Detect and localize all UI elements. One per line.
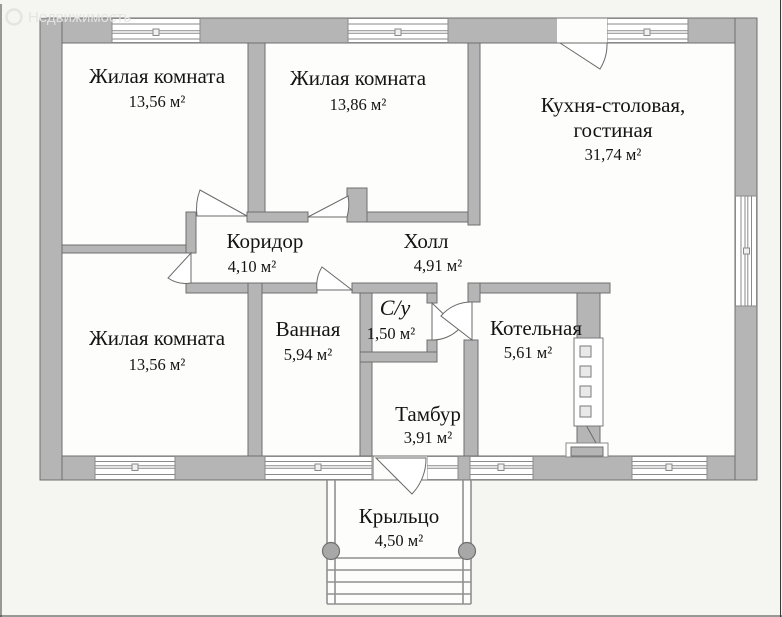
porch-floor	[327, 480, 471, 604]
window	[94, 456, 176, 480]
room-wc: С/у 1,50 м²	[367, 295, 415, 343]
room-living-2: Жилая комната 13,86 м²	[290, 66, 427, 114]
room-area-label: 13,56 м²	[129, 355, 186, 374]
room-living-3: Жилая комната 13,56 м²	[89, 326, 226, 374]
room-name-label: Крыльцо	[359, 504, 439, 528]
watermark: Недвижимость	[5, 8, 131, 26]
room-area-label: 1,50 м²	[367, 324, 415, 343]
window	[735, 195, 757, 307]
watermark-logo-icon	[5, 8, 23, 26]
room-name-label: Котельная	[490, 316, 582, 340]
room-porch: Крыльцо 4,50 м²	[359, 504, 439, 550]
window	[426, 456, 459, 480]
window	[469, 456, 534, 480]
window	[606, 18, 689, 43]
room-name-label: С/у	[380, 295, 411, 320]
room-name-label: Коридор	[227, 229, 304, 253]
room-area-label: 5,94 м²	[284, 345, 332, 364]
room-name-label: Жилая комната	[89, 64, 226, 88]
window	[631, 456, 708, 480]
room-name-label: Кухня-столовая,	[541, 93, 686, 117]
room-name-label: Жилая комната	[89, 326, 226, 350]
room-hall: Холл 4,91 м²	[403, 229, 462, 275]
window	[347, 18, 449, 43]
porch-structure	[321, 480, 477, 605]
room-name-label: Жилая комната	[290, 66, 427, 90]
room-area-label: 31,74 м²	[585, 145, 642, 164]
room-boiler: Котельная 5,61 м²	[490, 316, 582, 362]
room-area-label: 4,91 м²	[414, 256, 462, 275]
room-area-label: 4,10 м²	[228, 257, 276, 276]
room-living-1: Жилая комната 13,56 м²	[89, 64, 226, 111]
watermark-text: Недвижимость	[28, 9, 131, 26]
room-area-label: 13,86 м²	[330, 95, 387, 114]
room-area-label: 13,56 м²	[129, 92, 186, 111]
room-area-label: 3,91 м²	[404, 428, 452, 447]
porch-column	[321, 541, 341, 561]
window	[264, 456, 373, 480]
room-kitchen: Кухня-столовая, гостиная 31,74 м²	[541, 93, 686, 164]
window	[111, 18, 201, 43]
room-area-label: 5,61 м²	[504, 343, 552, 362]
room-name-label: гостиная	[573, 118, 652, 142]
porch-column	[457, 541, 477, 561]
room-name-label: Тамбур	[395, 402, 461, 426]
room-vestibule: Тамбур 3,91 м²	[395, 402, 461, 447]
room-bathroom: Ванная 5,94 м²	[276, 317, 341, 364]
room-area-label: 4,50 м²	[375, 531, 423, 550]
room-name-label: Ванная	[276, 317, 341, 341]
room-corridor: Коридор 4,10 м²	[227, 229, 304, 276]
interior-walls	[61, 42, 611, 457]
boiler-icon	[573, 337, 604, 427]
room-name-label: Холл	[403, 229, 448, 253]
door-swing	[167, 18, 609, 495]
